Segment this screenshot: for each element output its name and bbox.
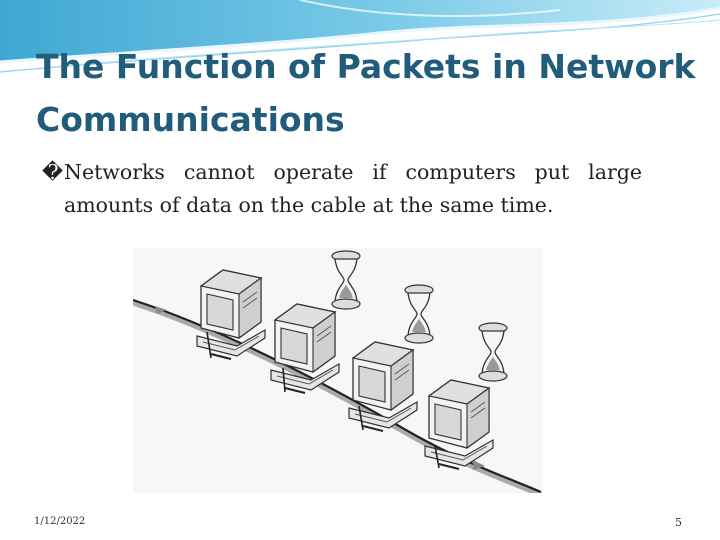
network-cable (133, 298, 542, 493)
bullet-line-1: �Networks cannot operate if computers pu… (42, 156, 642, 189)
bullet-point: �Networks cannot operate if computers pu… (42, 156, 642, 222)
header-wave-decoration (0, 0, 720, 73)
bullet-glyph: � (42, 160, 64, 184)
network-illustration (133, 248, 543, 493)
bullet-text-1: Networks cannot operate if computers put… (64, 160, 642, 184)
page-number: 5 (675, 516, 682, 529)
bullet-text-2: amounts of data on the cable at the same… (64, 193, 554, 217)
footer-date: 1/12/2022 (34, 516, 86, 527)
slide-title: The Function of Packets in Network Commu… (36, 47, 696, 139)
